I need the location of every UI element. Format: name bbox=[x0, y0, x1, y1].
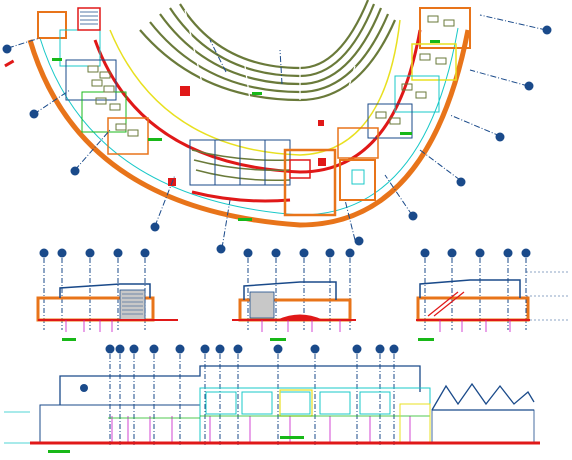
elevation-bubbles bbox=[105, 344, 399, 354]
elevation-center-tag bbox=[280, 436, 304, 439]
section-a-bubbles bbox=[39, 248, 150, 258]
grid-bubble bbox=[216, 244, 226, 254]
section-c-grid-lines bbox=[424, 258, 527, 330]
grid-bubble bbox=[215, 344, 225, 354]
section-b-tag bbox=[270, 338, 286, 341]
left-stair-core bbox=[77, 7, 101, 31]
lobby-stair bbox=[351, 169, 365, 185]
grid-bubble bbox=[129, 344, 139, 354]
grid-bubble bbox=[524, 81, 534, 91]
grid-bubble bbox=[408, 211, 418, 221]
left-room-5 bbox=[107, 117, 149, 155]
grid-bubble bbox=[389, 344, 399, 354]
elevation-tag bbox=[48, 450, 70, 453]
outer-curved-wall bbox=[27, 29, 471, 228]
left-wing-furniture bbox=[87, 65, 139, 137]
grid-bubble bbox=[175, 344, 185, 354]
grid-bubble bbox=[354, 236, 364, 246]
grid-bubble bbox=[310, 344, 320, 354]
grid-bubble bbox=[271, 248, 281, 258]
grid-bubble bbox=[495, 132, 505, 142]
right-room-2 bbox=[411, 43, 457, 81]
elevation-section-marker bbox=[80, 384, 88, 392]
section-a-columns bbox=[65, 320, 113, 332]
elevation-magenta-columns bbox=[111, 416, 411, 443]
section-b-roof bbox=[243, 281, 337, 300]
section-a-stair-treads bbox=[122, 293, 143, 315]
elevation-roofline bbox=[59, 365, 421, 405]
left-stair-treads bbox=[80, 11, 98, 25]
grid-bubble bbox=[542, 25, 552, 35]
plan-room-tags bbox=[52, 40, 440, 221]
grid-bubble bbox=[115, 344, 125, 354]
grid-bubble bbox=[2, 44, 12, 54]
grid-bubble bbox=[39, 248, 49, 258]
grid-bubble bbox=[352, 344, 362, 354]
right-room-5 bbox=[337, 127, 379, 159]
right-wing-furniture bbox=[375, 15, 455, 125]
grid-bubble bbox=[345, 248, 355, 258]
right-room-4 bbox=[367, 103, 413, 139]
section-c-tag bbox=[418, 338, 434, 341]
right-room-3 bbox=[394, 75, 440, 113]
grid-bubble bbox=[57, 248, 67, 258]
grid-bubble bbox=[447, 248, 457, 258]
section-c-stair-diagonal bbox=[427, 291, 465, 317]
section-b-stair bbox=[249, 291, 275, 319]
radial-grid-lines bbox=[7, 14, 547, 249]
grid-bubble bbox=[420, 248, 430, 258]
grid-bubble bbox=[375, 344, 385, 354]
elevation-level-markers bbox=[4, 411, 30, 444]
grid-bubble bbox=[325, 248, 335, 258]
floor-plan bbox=[2, 0, 552, 254]
section-b-stage-mound bbox=[277, 314, 323, 321]
elevation-green-lines bbox=[108, 415, 430, 419]
lobby-side-room bbox=[339, 159, 376, 201]
grid-bubble bbox=[149, 344, 159, 354]
grid-bubble bbox=[140, 248, 150, 258]
section-c-bubbles bbox=[420, 248, 531, 258]
left-room-3 bbox=[65, 59, 117, 101]
grid-bubble bbox=[273, 344, 283, 354]
lobby-core bbox=[289, 159, 311, 179]
plan-grid-bubbles bbox=[2, 25, 552, 254]
inner-curved-wall-red bbox=[93, 29, 422, 174]
grid-bubble bbox=[105, 344, 115, 354]
grid-bubble bbox=[243, 248, 253, 258]
section-a-stair bbox=[119, 289, 146, 321]
auditorium-aisles bbox=[184, 9, 356, 101]
lobby-block bbox=[283, 148, 337, 217]
grid-bubble bbox=[475, 248, 485, 258]
section-a-roof bbox=[59, 283, 151, 298]
grid-bubble bbox=[233, 344, 243, 354]
section-c bbox=[416, 248, 570, 341]
inner-curved-line-yellow bbox=[109, 19, 401, 156]
grid-bubble bbox=[29, 109, 39, 119]
section-b-bubbles bbox=[243, 248, 355, 258]
stage-edge bbox=[191, 190, 291, 203]
left-room-1 bbox=[37, 11, 67, 39]
section-c-guide-lines bbox=[526, 271, 570, 321]
section-b bbox=[232, 248, 356, 341]
section-b-columns bbox=[261, 320, 341, 332]
grid-bubble bbox=[503, 248, 513, 258]
grid-bubble bbox=[150, 222, 160, 232]
right-room-1 bbox=[419, 7, 471, 49]
section-a bbox=[36, 248, 178, 341]
elevation bbox=[4, 344, 540, 453]
grid-bubble bbox=[85, 248, 95, 258]
grid-bubble bbox=[456, 177, 466, 187]
grid-bubble bbox=[200, 344, 210, 354]
grid-bubble bbox=[70, 166, 80, 176]
grid-bubble bbox=[521, 248, 531, 258]
section-a-tag bbox=[62, 338, 76, 341]
grid-bubble bbox=[113, 248, 123, 258]
section-c-roof bbox=[419, 279, 521, 298]
grid-bubble bbox=[299, 248, 309, 258]
section-c-columns bbox=[439, 320, 511, 332]
